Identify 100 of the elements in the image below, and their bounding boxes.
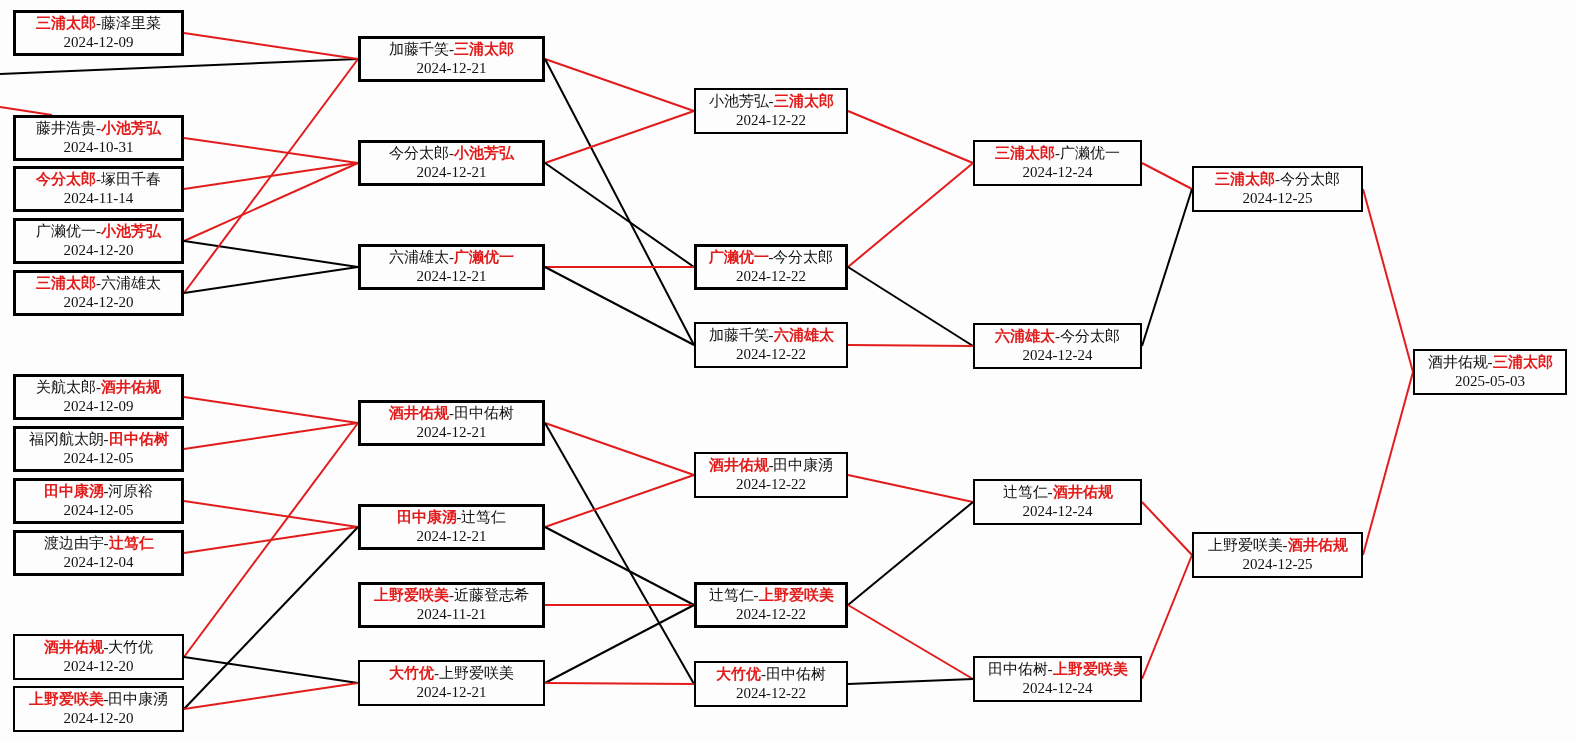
connector-line: [183, 526, 359, 554]
match-date: 2024-12-25: [1242, 189, 1313, 208]
connector-line: [847, 266, 974, 347]
match-box: [13, 166, 184, 212]
match-date: 2024-12-22: [736, 684, 806, 703]
match-box: [13, 478, 184, 524]
match-date: 2024-12-09: [63, 397, 134, 416]
connector-line: [544, 58, 695, 112]
player-names: 上野爱咲美-近藤登志希: [374, 586, 529, 605]
player-names: 大竹优-上野爱咲美: [389, 664, 514, 683]
connector-line: [544, 58, 695, 346]
connector-line: [544, 266, 695, 346]
connector-line: [183, 682, 359, 710]
match-date: 2024-12-04: [63, 553, 134, 572]
match-box: [13, 686, 184, 732]
player-names: 酒井佑规-田中康湧: [708, 456, 834, 475]
connector-line: [544, 162, 695, 268]
player-names: 酒井佑规-三浦太郎: [1427, 353, 1553, 372]
player-names: 田中佑树-上野爱咲美: [987, 660, 1128, 679]
match-box: [694, 88, 848, 134]
connector-line: [183, 32, 359, 60]
match-box: [13, 530, 184, 576]
player-names: 三浦太郎-今分太郎: [1215, 170, 1340, 189]
player-names: 加藤千笑-三浦太郎: [389, 40, 514, 59]
match-box: [694, 452, 848, 498]
connector-line: [544, 266, 695, 268]
match-box: [973, 479, 1142, 525]
player-names: 上野爱咲美-酒井佑规: [1207, 536, 1348, 555]
connector-line: [544, 422, 695, 685]
connector-line: [544, 604, 695, 606]
connector-line: [183, 526, 359, 710]
connector-line: [847, 344, 974, 347]
match-date: 2024-12-24: [1022, 163, 1093, 182]
match-box: [694, 582, 848, 628]
player-names: 三浦太郎-藤泽里菜: [36, 14, 161, 33]
connector-line: [544, 526, 695, 606]
match-date: 2024-12-24: [1022, 679, 1093, 698]
connector-line: [1362, 371, 1414, 556]
connector-line: [847, 501, 974, 606]
match-box: [358, 504, 545, 550]
player-names: 小池芳弘-三浦太郎: [708, 92, 834, 111]
player-names: 田中康湧-河原裕: [43, 482, 154, 501]
match-date: 2024-12-20: [63, 241, 134, 260]
match-box: [694, 244, 848, 290]
match-box: [694, 661, 848, 707]
match-date: 2024-12-05: [63, 501, 134, 520]
connector-line: [1141, 501, 1193, 556]
match-box: [1192, 532, 1363, 578]
match-date: 2024-12-20: [63, 293, 134, 312]
match-box: [358, 140, 545, 186]
player-names: 大竹优-田中佑树: [716, 665, 826, 684]
connector-line: [1362, 188, 1414, 373]
player-names: 福冈航太朗-田中佑树: [28, 430, 169, 449]
connector-line: [183, 58, 359, 294]
player-names: 辻笃仁-酒井佑规: [1002, 483, 1113, 502]
player-names: 三浦太郎-广濑优一: [995, 144, 1120, 163]
connector-line: [183, 266, 359, 294]
player-names: 六浦雄太-今分太郎: [995, 327, 1120, 346]
match-date: 2024-12-20: [63, 657, 134, 676]
match-date: 2024-11-21: [416, 605, 487, 624]
match-box: [13, 270, 184, 316]
match-date: 2024-11-14: [63, 189, 134, 208]
connector-line: [183, 162, 359, 242]
match-date: 2024-12-21: [416, 59, 487, 78]
player-names: 广濑优一-小池芳弘: [36, 222, 161, 241]
player-names: 上野爱咲美-田中康湧: [28, 690, 169, 709]
match-date: 2024-12-24: [1022, 346, 1093, 365]
connector-line: [544, 604, 695, 684]
match-date: 2024-10-31: [63, 138, 134, 157]
connector-line: [847, 604, 974, 680]
player-names: 渡边由宇-辻笃仁: [43, 534, 154, 553]
connector-line: [183, 422, 359, 658]
match-box: [973, 323, 1142, 369]
connector-line: [1141, 554, 1193, 680]
match-date: 2024-12-05: [63, 449, 134, 468]
connector-line: [1141, 162, 1193, 190]
match-box: [694, 322, 848, 368]
match-box: [973, 140, 1142, 186]
match-date: 2024-12-22: [736, 475, 806, 494]
match-date: 2024-12-21: [416, 423, 487, 442]
match-date: 2025-05-03: [1455, 372, 1525, 391]
match-box: [358, 660, 545, 706]
player-names: 酒井佑规-田中佑树: [389, 404, 514, 423]
player-names: 酒井佑规-大竹优: [43, 638, 154, 657]
match-box: [13, 115, 184, 161]
player-names: 今分太郎-小池芳弘: [389, 144, 514, 163]
connector-line: [183, 422, 359, 450]
connector-line: [544, 422, 695, 476]
match-date: 2024-12-09: [63, 33, 134, 52]
match-box: [13, 10, 184, 56]
match-box: [13, 218, 184, 264]
player-names: 关航太郎-酒井佑规: [36, 378, 161, 397]
player-names: 今分太郎-塚田千春: [36, 170, 161, 189]
connector-line: [847, 474, 974, 503]
connector-line: [1141, 188, 1193, 347]
match-box: [13, 426, 184, 472]
player-names: 藤井浩贵-小池芳弘: [36, 119, 161, 138]
match-box: [13, 634, 184, 680]
player-names: 田中康湧-辻笃仁: [396, 508, 507, 527]
match-date: 2024-12-22: [736, 605, 806, 624]
